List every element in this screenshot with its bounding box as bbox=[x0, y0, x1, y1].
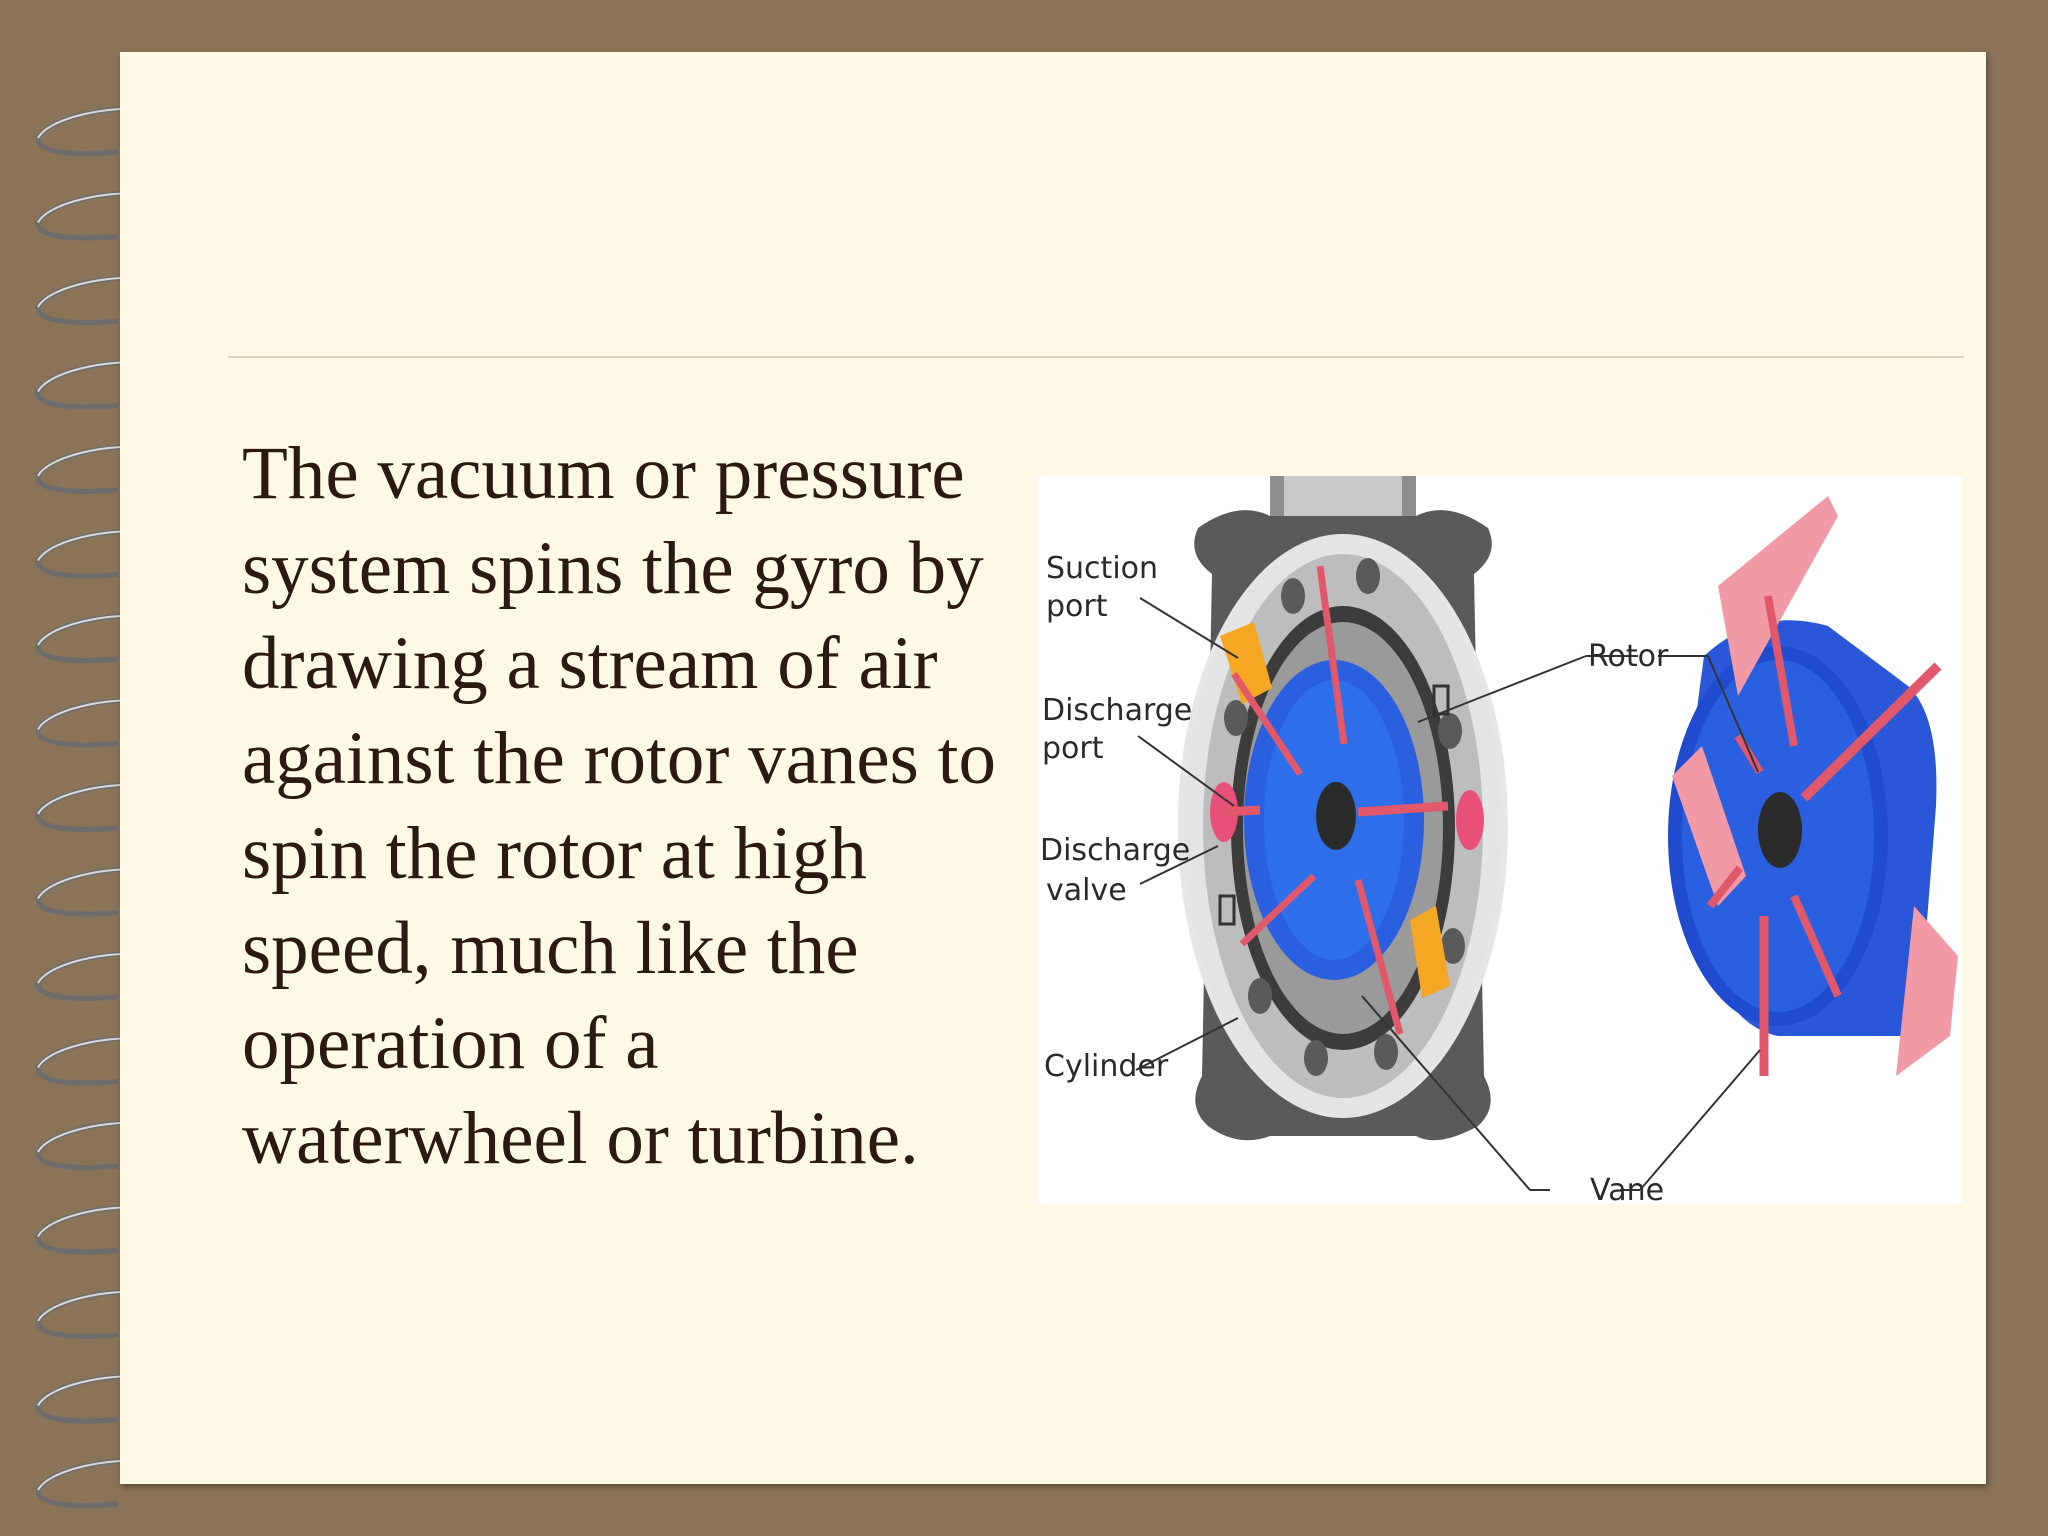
rotor-detail bbox=[1668, 496, 1958, 1076]
label-suction-port-line2: port bbox=[1046, 589, 1108, 624]
label-suction-port: Suction bbox=[1046, 551, 1158, 586]
label-leaders bbox=[1135, 597, 1761, 1191]
vane-pump-diagram: Suction port Discharge port Discharge va… bbox=[1038, 476, 1962, 1208]
label-discharge-port-line2: port bbox=[1042, 731, 1104, 766]
vane-pump-svg: Suction port Discharge port Discharge va… bbox=[1040, 476, 1958, 1208]
label-rotor: Rotor bbox=[1588, 639, 1669, 674]
label-discharge-valve-line2: valve bbox=[1046, 873, 1127, 908]
slide-body-text: The vacuum or pressure system spins the … bbox=[242, 432, 996, 1180]
title-divider bbox=[228, 356, 1964, 358]
pump-rotor bbox=[1223, 565, 1449, 1035]
label-cylinder: Cylinder bbox=[1044, 1049, 1169, 1084]
label-vane: Vane bbox=[1590, 1173, 1664, 1204]
label-discharge-valve: Discharge bbox=[1040, 833, 1190, 868]
pump-bolt-holes bbox=[1224, 558, 1465, 1076]
label-discharge-port: Discharge bbox=[1042, 693, 1192, 728]
